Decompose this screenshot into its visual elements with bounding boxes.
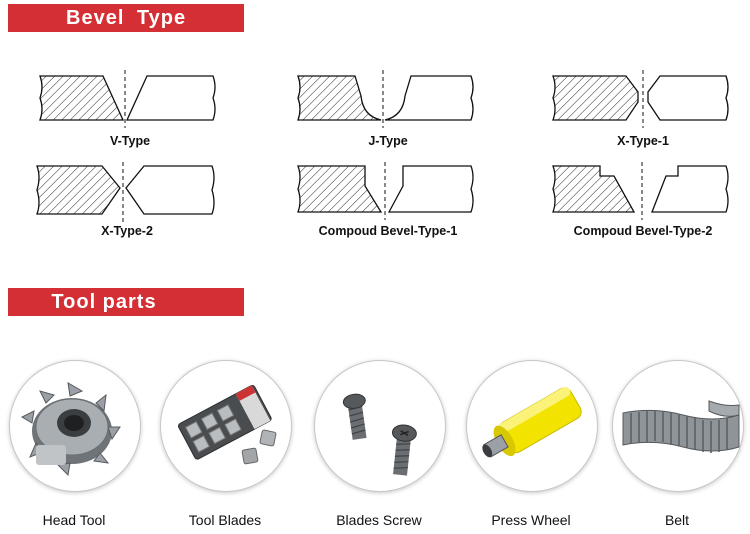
bevel-label: V-Type (109, 134, 151, 148)
j-type-diagram (297, 70, 474, 128)
bevel-label: X-Type-1 (617, 134, 669, 148)
tool-label: Head Tool (42, 512, 106, 528)
bevel-compound-type-1: Compoud Bevel-Type-1 (293, 162, 483, 244)
milling-head-icon (9, 360, 141, 492)
tool-label: Blades Screw (336, 512, 422, 528)
screw-icon (314, 360, 446, 492)
x-type-1-diagram (552, 70, 729, 128)
tool-parts-banner: Tool parts (8, 288, 244, 316)
v-type-diagram (39, 70, 216, 128)
tool-label: Press Wheel (491, 512, 571, 528)
bevel-label: X-Type-2 (101, 224, 153, 238)
bevel-type-banner: Bevel Type (8, 4, 244, 32)
tool-label: Belt (664, 512, 690, 528)
bevel-type-title: Bevel Type (66, 6, 187, 29)
x-type-2-diagram (36, 162, 215, 222)
bevel-label: Compoud Bevel-Type-2 (573, 224, 713, 238)
tool-parts-title: Tool parts (51, 290, 157, 313)
carbide-inserts-icon (160, 360, 292, 492)
bevel-label: J-Type (368, 134, 408, 148)
compound-type-1-diagram (297, 162, 474, 220)
tool-label: Tool Blades (188, 512, 262, 528)
bevel-x-type-1: X-Type-1 (548, 70, 738, 152)
press-wheel-icon (466, 360, 598, 492)
compound-type-2-diagram (552, 162, 729, 220)
bevel-v-type: V-Type (35, 70, 225, 152)
bevel-label: Compoud Bevel-Type-1 (318, 224, 458, 238)
belt-icon (612, 360, 744, 492)
bevel-x-type-2: X-Type-2 (32, 162, 222, 244)
bevel-j-type: J-Type (293, 70, 483, 152)
bevel-compound-type-2: Compoud Bevel-Type-2 (548, 162, 738, 244)
